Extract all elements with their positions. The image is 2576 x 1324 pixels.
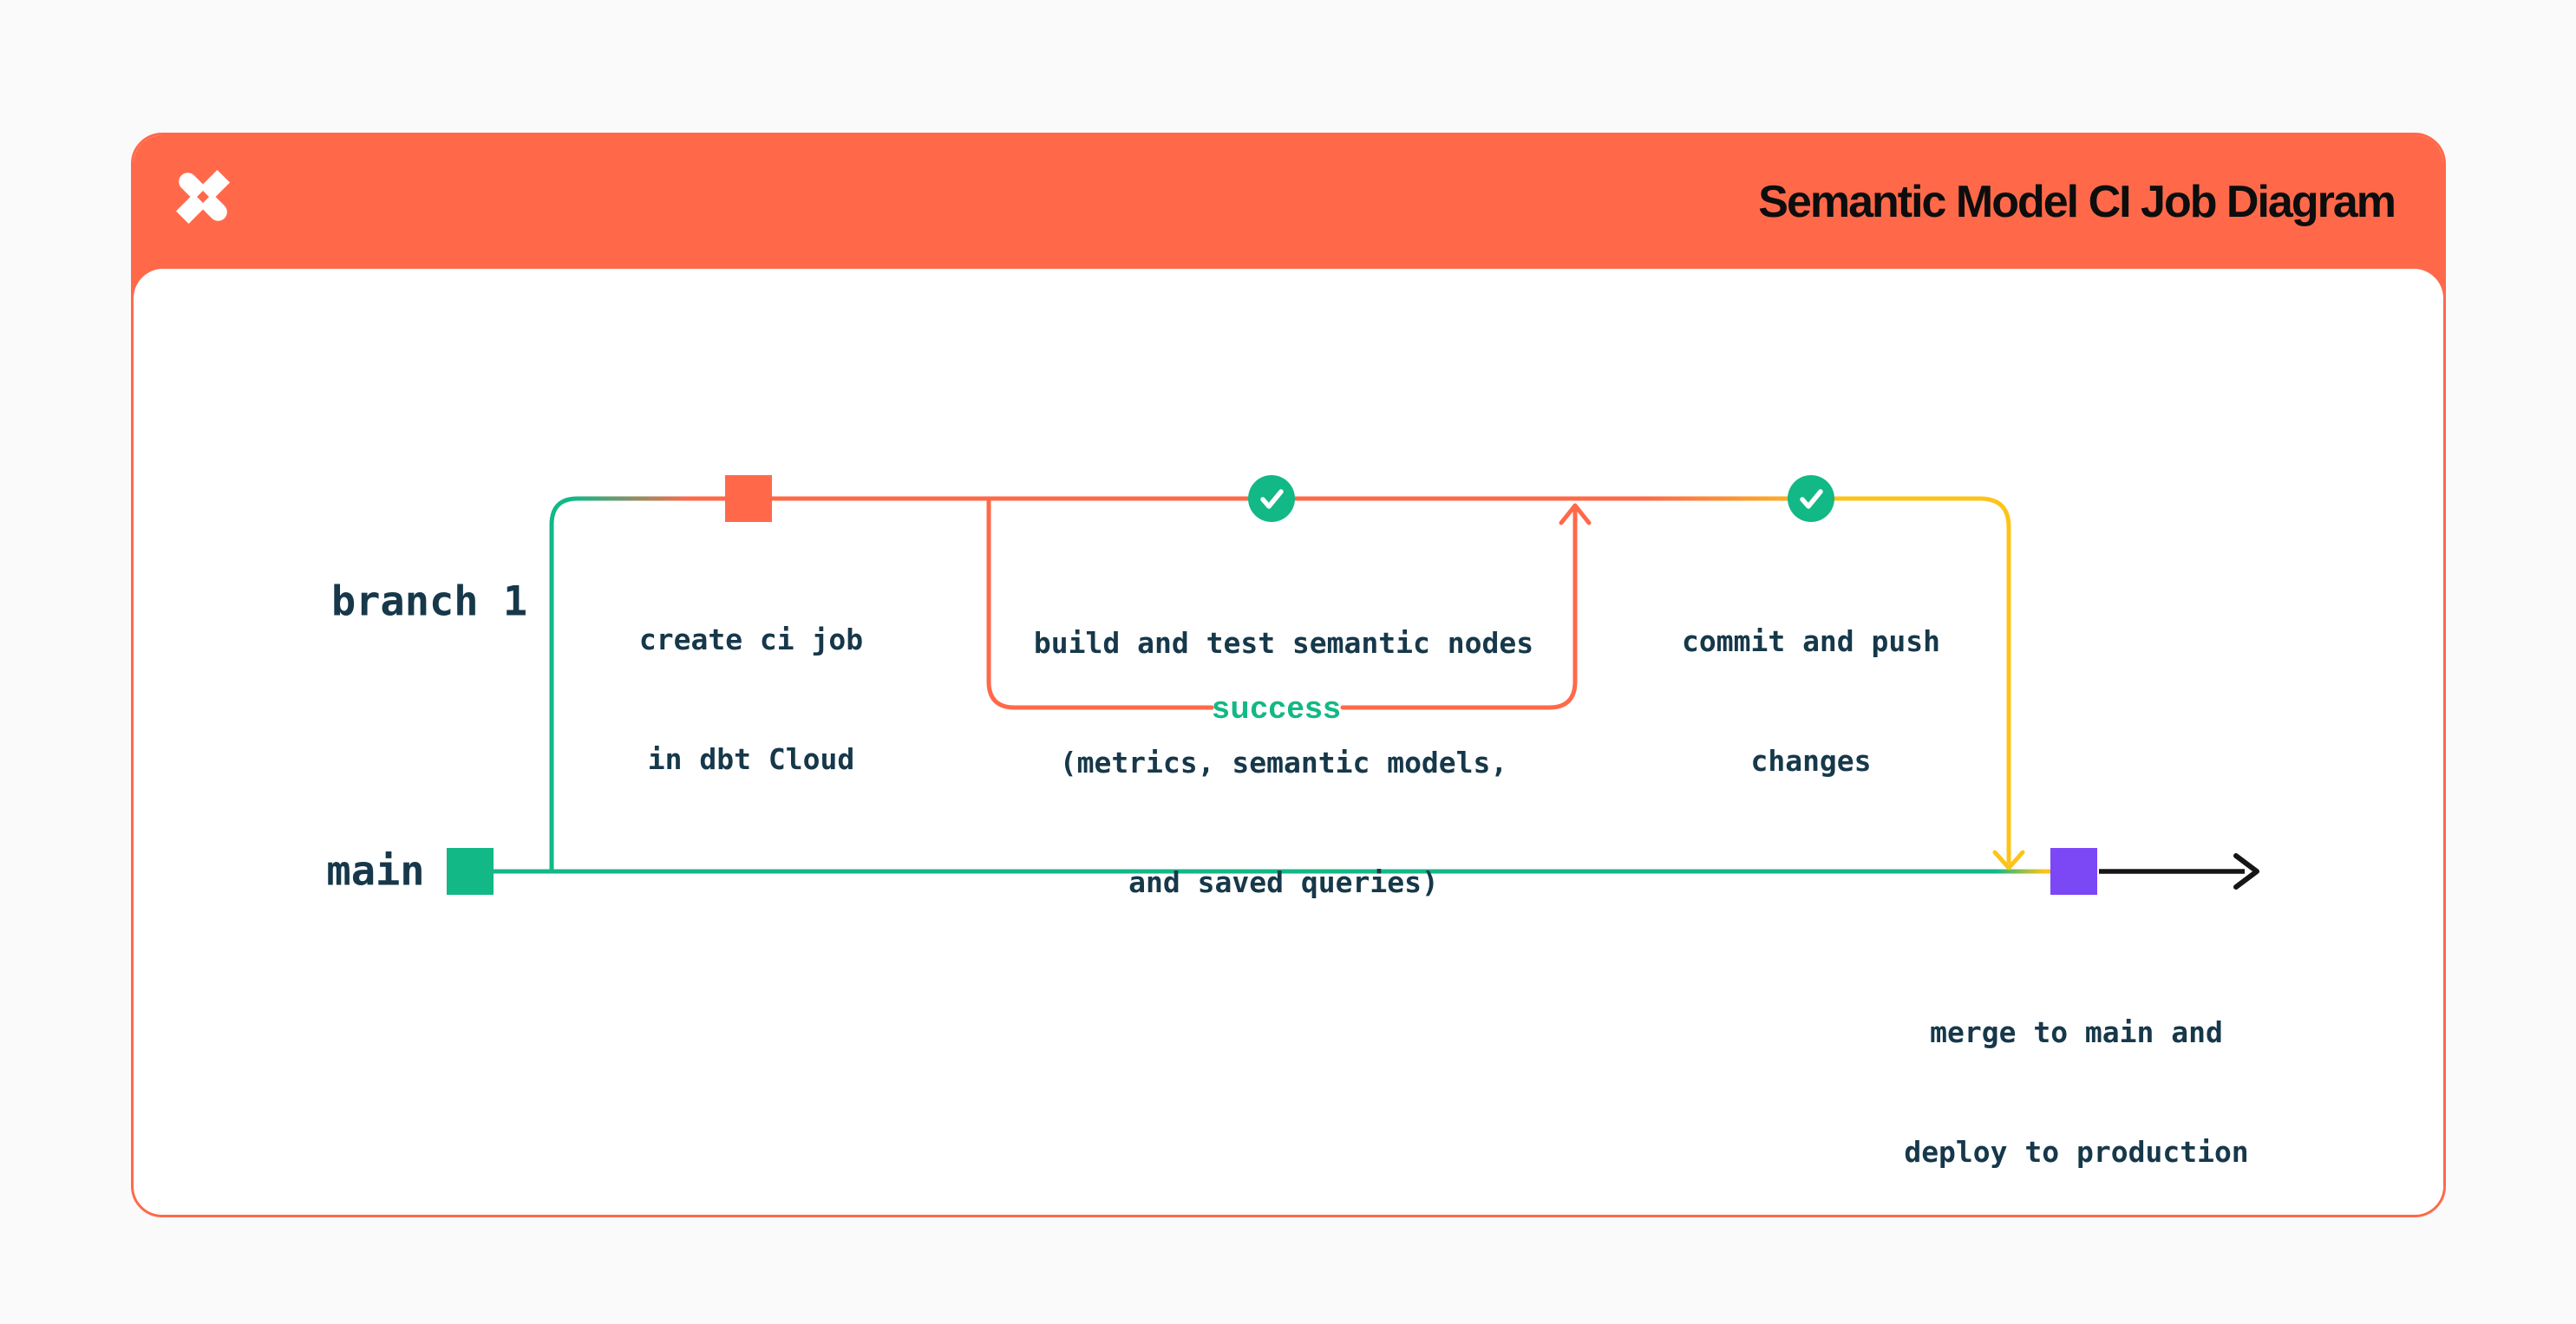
- caption-line: in dbt Cloud: [647, 742, 855, 776]
- success-arrowhead-icon: [1559, 503, 1592, 525]
- merge-arrowhead-icon: [1992, 850, 2025, 871]
- main-lane-label: main: [326, 847, 425, 896]
- success-label: success: [1212, 689, 1342, 725]
- card-body: [134, 269, 2443, 1215]
- main-commit-node: [447, 848, 494, 895]
- caption-line: commit and push: [1681, 624, 1941, 658]
- build-test-check-icon: [1248, 475, 1295, 522]
- caption-line: merge to main and: [1930, 1015, 2223, 1049]
- caption-line: create ci job: [638, 623, 864, 656]
- caption-line: changes: [1750, 744, 1872, 778]
- success-loop-left: [986, 496, 1214, 710]
- page-title: Semantic Model CI Job Diagram: [1758, 177, 2396, 227]
- create-ci-commit-node: [725, 475, 772, 522]
- success-loop-right: [1340, 505, 1578, 710]
- caption-line: and saved queries): [1128, 865, 1439, 899]
- commit-push-check-icon: [1788, 475, 1834, 522]
- production-arrowhead-icon: [2233, 853, 2259, 890]
- commit-push-caption: commit and push changes: [1682, 542, 1940, 861]
- diagram-card: Semantic Model CI Job Diagram: [131, 133, 2446, 1217]
- dbt-star-logo-icon: [173, 166, 233, 227]
- caption-line: build and test semantic nodes: [1033, 626, 1534, 660]
- merge-deploy-caption: merge to main and deploy to production: [1904, 933, 2249, 1215]
- create-ci-caption: create ci job in dbt Cloud: [639, 540, 863, 859]
- merge-commit-node: [2050, 848, 2097, 895]
- caption-line: deploy to production: [1904, 1135, 2249, 1169]
- build-test-caption: build and test semantic nodes (metrics, …: [1034, 544, 1533, 982]
- caption-line: (metrics, semantic models,: [1059, 746, 1508, 779]
- branch-lane-label: branch 1: [330, 577, 528, 626]
